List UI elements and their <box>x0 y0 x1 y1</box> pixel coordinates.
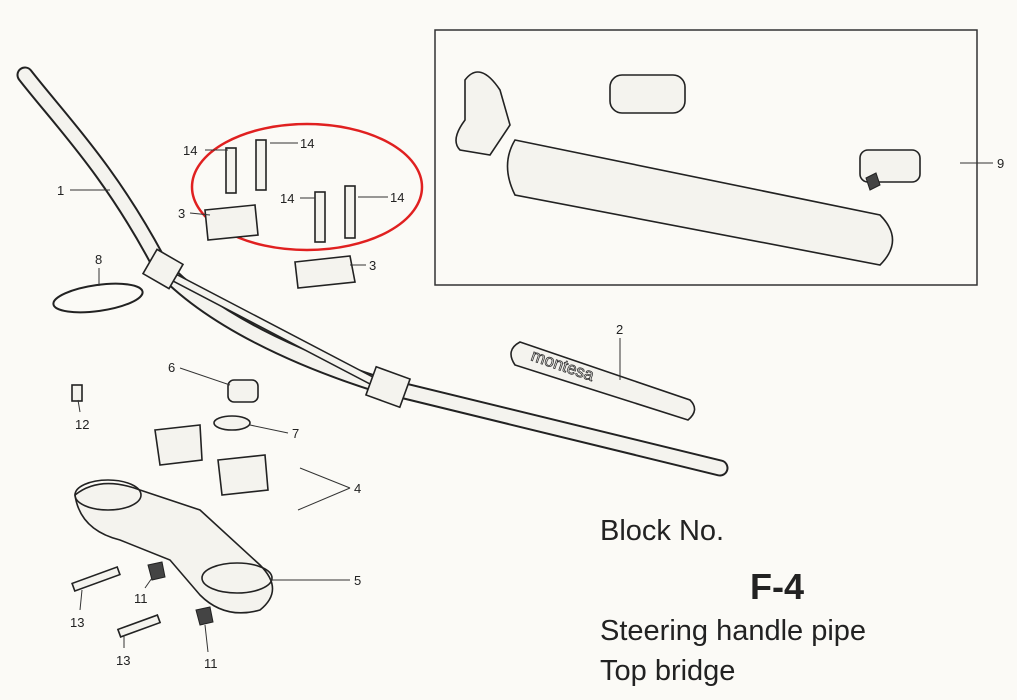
callout-5: 5 <box>354 573 361 588</box>
bolts-14 <box>225 139 356 243</box>
callout-12: 12 <box>75 417 89 432</box>
inset-box <box>434 29 978 286</box>
top-bridge <box>74 482 274 614</box>
bolt <box>116 614 162 638</box>
callout-11: 11 <box>204 656 218 671</box>
upper-clamp <box>294 255 356 289</box>
block-number-label: Block No. <box>600 515 725 547</box>
bolt <box>71 566 121 592</box>
callout-labels: 1 14 14 14 14 3 3 8 9 2 6 7 12 4 5 11 11… <box>57 136 1004 671</box>
callout-13: 13 <box>116 653 130 668</box>
block-description: Steering handle pipe <box>600 615 867 647</box>
callout-1: 1 <box>57 183 64 198</box>
block-code: F-4 <box>750 566 804 607</box>
callout-14: 14 <box>300 136 314 151</box>
lower-holder <box>217 454 269 496</box>
highlight-ellipse <box>190 122 424 252</box>
callout-9: 9 <box>997 156 1004 171</box>
callout-6: 6 <box>168 360 175 375</box>
callout-14: 14 <box>280 191 294 206</box>
callout-3: 3 <box>369 258 376 273</box>
damper <box>227 379 259 403</box>
leader-lines <box>70 142 993 653</box>
lower-holder <box>154 424 203 466</box>
callout-11: 11 <box>134 591 148 606</box>
callout-14: 14 <box>390 190 404 205</box>
callout-3: 3 <box>178 206 185 221</box>
callout-2: 2 <box>616 322 623 337</box>
callout-7: 7 <box>292 426 299 441</box>
callout-14: 14 <box>183 143 197 158</box>
upper-clamp <box>204 204 259 241</box>
callout-8: 8 <box>95 252 102 267</box>
handlebar-pad: montesa <box>510 341 696 421</box>
screw <box>71 384 83 402</box>
handlebar <box>16 66 729 477</box>
washer <box>213 415 251 431</box>
nut <box>147 561 166 581</box>
nut <box>195 606 214 626</box>
cable-tie <box>52 282 144 314</box>
callout-13: 13 <box>70 615 84 630</box>
block-description: Top bridge <box>600 655 736 687</box>
pad-assembly-parts <box>455 71 921 266</box>
callout-4: 4 <box>354 481 361 496</box>
